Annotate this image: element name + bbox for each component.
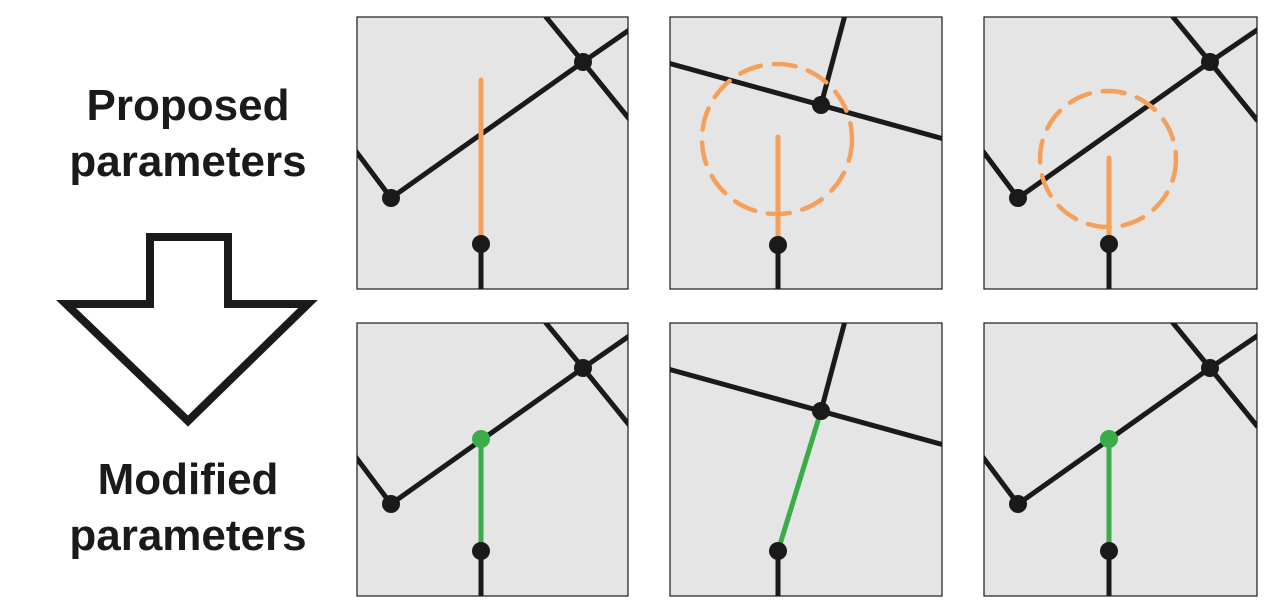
road-branch bbox=[543, 17, 586, 65]
panel-background bbox=[669, 16, 943, 290]
road-node bbox=[382, 189, 400, 207]
panel-proposed-2 bbox=[669, 16, 943, 290]
modified-parameters-label: Modified parameters bbox=[28, 452, 348, 564]
road-branch bbox=[1170, 17, 1213, 65]
road-branch bbox=[580, 365, 628, 428]
panel-proposed-3 bbox=[983, 16, 1258, 290]
proposed-parameters-label: Proposed parameters bbox=[28, 78, 348, 190]
panel-modified-1 bbox=[356, 322, 629, 597]
road-branch bbox=[818, 323, 848, 414]
road-node bbox=[812, 402, 830, 420]
road-branch bbox=[1207, 59, 1257, 123]
road-node bbox=[769, 542, 787, 560]
road-node bbox=[1201, 53, 1219, 71]
road-node bbox=[574, 53, 592, 71]
road-node bbox=[382, 495, 400, 513]
road-node bbox=[1009, 495, 1027, 513]
road-node bbox=[1009, 189, 1027, 207]
down-arrow-icon bbox=[56, 233, 318, 427]
road-branch bbox=[1207, 365, 1257, 429]
new-junction-node bbox=[472, 430, 490, 448]
road-branch bbox=[543, 323, 586, 371]
panel-modified-2 bbox=[669, 322, 943, 597]
new-junction-node bbox=[1100, 430, 1118, 448]
road-node bbox=[574, 359, 592, 377]
panel-proposed-1 bbox=[356, 16, 629, 290]
modified-label-line2: parameters bbox=[69, 511, 307, 560]
proposed-label-line2: parameters bbox=[69, 137, 307, 186]
panel-modified-3 bbox=[983, 322, 1258, 597]
modified-segment bbox=[775, 408, 824, 554]
road-node bbox=[1100, 542, 1118, 560]
road-branch bbox=[818, 17, 848, 108]
road-branch bbox=[1170, 323, 1213, 371]
road-main bbox=[984, 27, 1257, 202]
road-node bbox=[472, 542, 490, 560]
modified-label-line1: Modified bbox=[97, 455, 279, 504]
road-node bbox=[769, 236, 787, 254]
road-node bbox=[1201, 359, 1219, 377]
road-main bbox=[670, 366, 942, 448]
road-main bbox=[670, 60, 942, 142]
road-node bbox=[1100, 235, 1118, 253]
proposed-label-line1: Proposed bbox=[86, 81, 290, 130]
road-main bbox=[357, 27, 628, 202]
road-node bbox=[812, 96, 830, 114]
road-branch bbox=[580, 59, 628, 122]
road-node bbox=[472, 235, 490, 253]
